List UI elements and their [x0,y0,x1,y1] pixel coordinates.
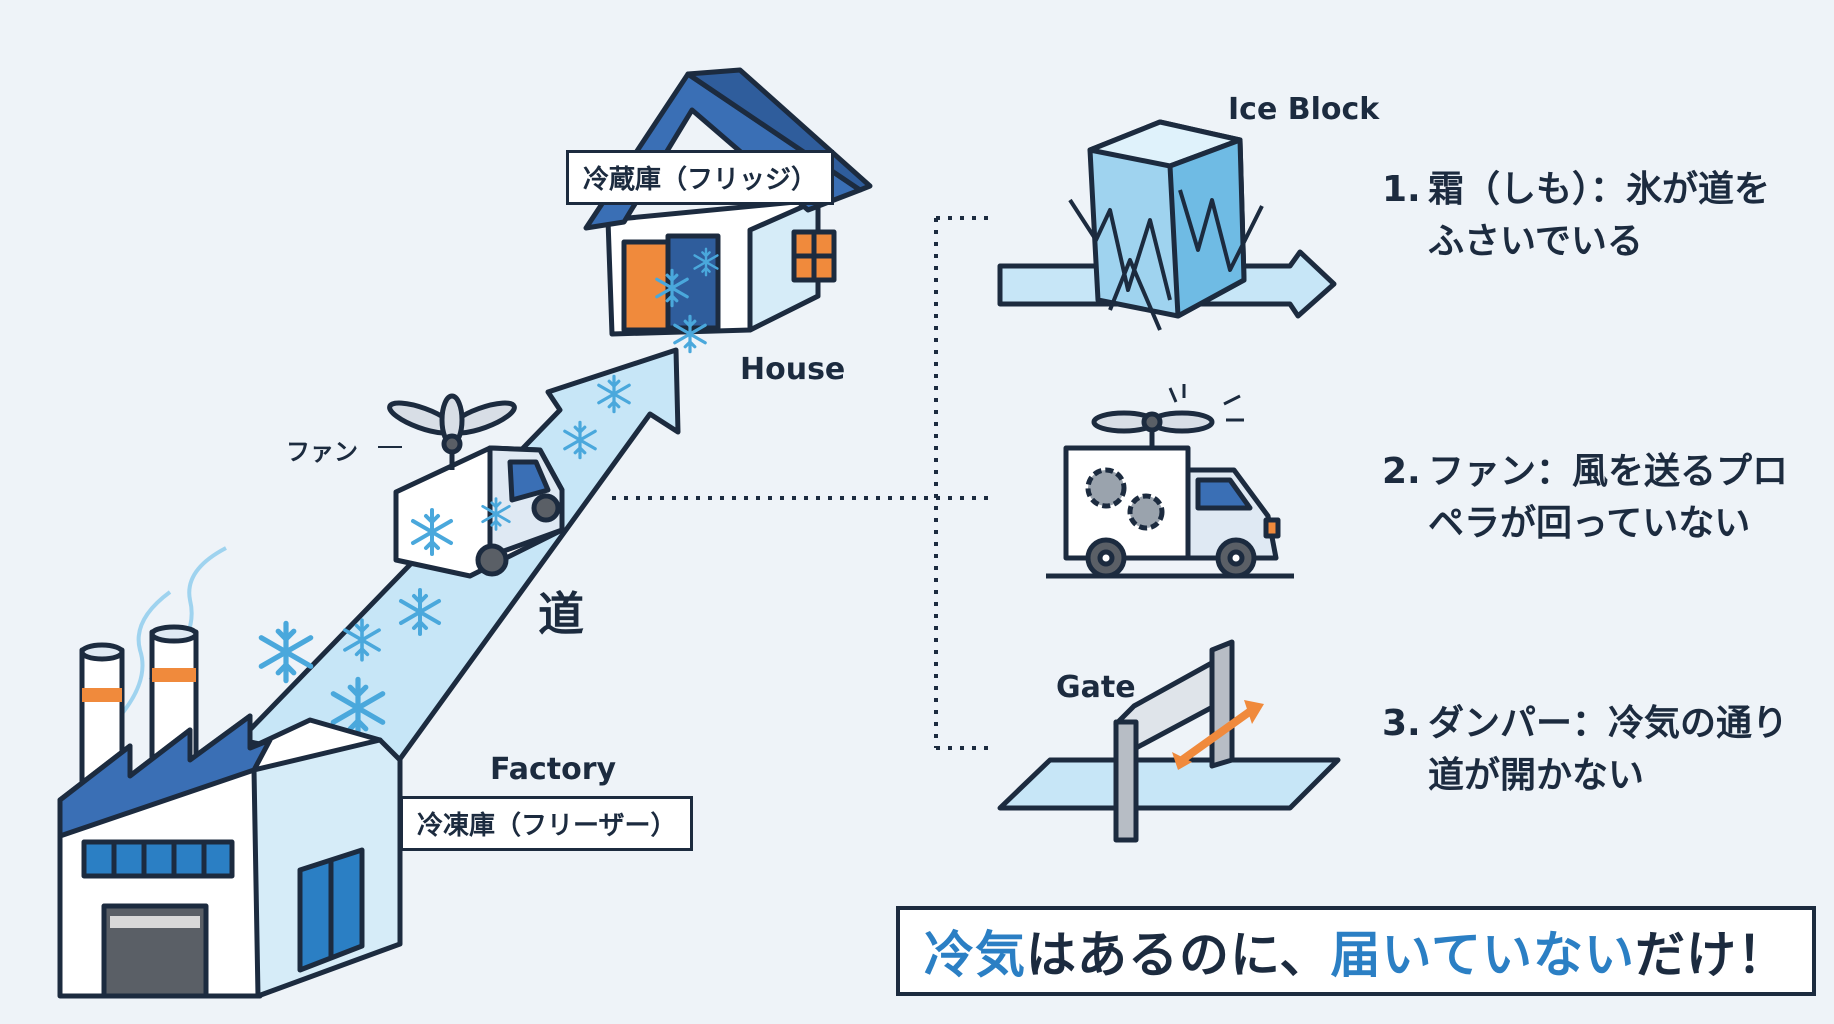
reason-number: 3. [1382,703,1421,744]
reason-line1: ファン：風を送るプロ [1428,451,1789,492]
gate-icon [997,639,1341,843]
reason-line1: 霜（しも）：氷が道を [1428,169,1771,210]
ice-block-icon [997,119,1337,331]
summary-banner: 冷気はあるのに、届いていないだけ！ [896,906,1816,996]
house-label: House [740,352,846,387]
reason-line1: ダンパー：冷気の通り [1428,703,1789,744]
fridge-label: 冷蔵庫（フリッジ） [566,150,835,205]
summary-text-1: はあるのに、 [1026,926,1331,984]
reason-line2: 道が開かない [1428,755,1645,796]
reason-number: 1. [1382,169,1421,210]
reason-number: 2. [1382,451,1421,492]
fan-label: ファン [286,438,358,466]
gate-label: Gate [1056,670,1136,705]
reason-line2: ペラが回っていない [1428,503,1751,544]
factory-label: Factory [490,752,617,787]
reason-damper: 3.ダンパー：冷気の通り 道が開かない [1382,698,1822,802]
summary-not-reaching: 届いていない [1330,926,1635,984]
summary-cold-air: 冷気 [924,926,1026,984]
reason-frost: 1.霜（しも）：氷が道を ふさいでいる [1382,164,1822,268]
freezer-label: 冷凍庫（フリーザー） [400,796,694,851]
fan-truck-icon [378,393,565,579]
reason-line2: ふさいでいる [1428,221,1643,262]
connector-lines [612,216,990,750]
summary-text-2: だけ！ [1635,926,1788,984]
broken-fan-truck-icon [1046,384,1294,579]
house-icon [583,67,873,352]
road-label: 道 [538,587,584,641]
factory-icon [57,546,403,999]
reason-fan: 2.ファン：風を送るプロ ペラが回っていない [1382,446,1822,550]
ice-block-label: Ice Block [1228,92,1380,127]
